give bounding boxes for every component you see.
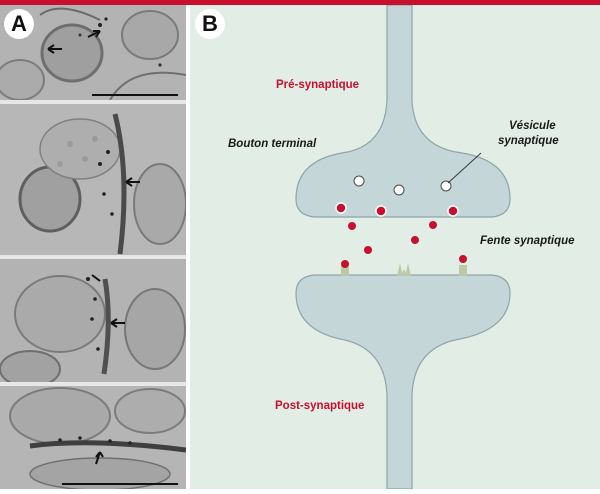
vesicle-empty <box>440 180 452 192</box>
receptor-right <box>459 265 467 276</box>
panel-a-micrographs <box>0 5 186 489</box>
label-vesicule: Vésicule <box>509 120 556 132</box>
panel-b-letter: B <box>195 9 225 39</box>
label-post-synaptique: Post-synaptique <box>275 400 365 412</box>
docked-vesicles <box>335 202 459 217</box>
receptors <box>341 263 467 276</box>
neurotransmitter <box>459 255 467 263</box>
receptor-middle <box>397 263 411 276</box>
neurotransmitter <box>348 222 356 230</box>
vesicle-pointer-line <box>447 152 482 184</box>
micrograph-2 <box>0 104 186 255</box>
neurotransmitter <box>341 260 349 268</box>
receptor-left <box>341 265 349 276</box>
label-pre-synaptique: Pré-synaptique <box>276 79 360 91</box>
panel-b-diagram <box>190 4 600 490</box>
label-fente-synaptique: Fente synaptique <box>480 235 575 247</box>
empty-vesicles <box>353 175 452 196</box>
micrograph-1 <box>0 5 186 100</box>
vesicle-filled <box>447 205 459 217</box>
top-bar <box>0 0 600 5</box>
vesicle-empty <box>353 175 365 187</box>
label-bouton-terminal: Bouton terminal <box>228 138 317 150</box>
neurotransmitter <box>429 221 437 229</box>
panel-a-letter: A <box>4 9 34 39</box>
micrograph-3 <box>0 259 186 382</box>
micrograph-4 <box>0 386 186 489</box>
vesicle-empty <box>393 184 405 196</box>
vesicle-filled <box>335 202 347 214</box>
label-synaptique: synaptique <box>498 135 559 147</box>
neurotransmitter <box>364 246 372 254</box>
neurotransmitter <box>411 236 419 244</box>
neurotransmitters <box>341 221 467 268</box>
synapse-diagram <box>190 4 600 490</box>
vesicle-filled <box>375 205 387 217</box>
presynaptic-terminal <box>295 4 511 218</box>
